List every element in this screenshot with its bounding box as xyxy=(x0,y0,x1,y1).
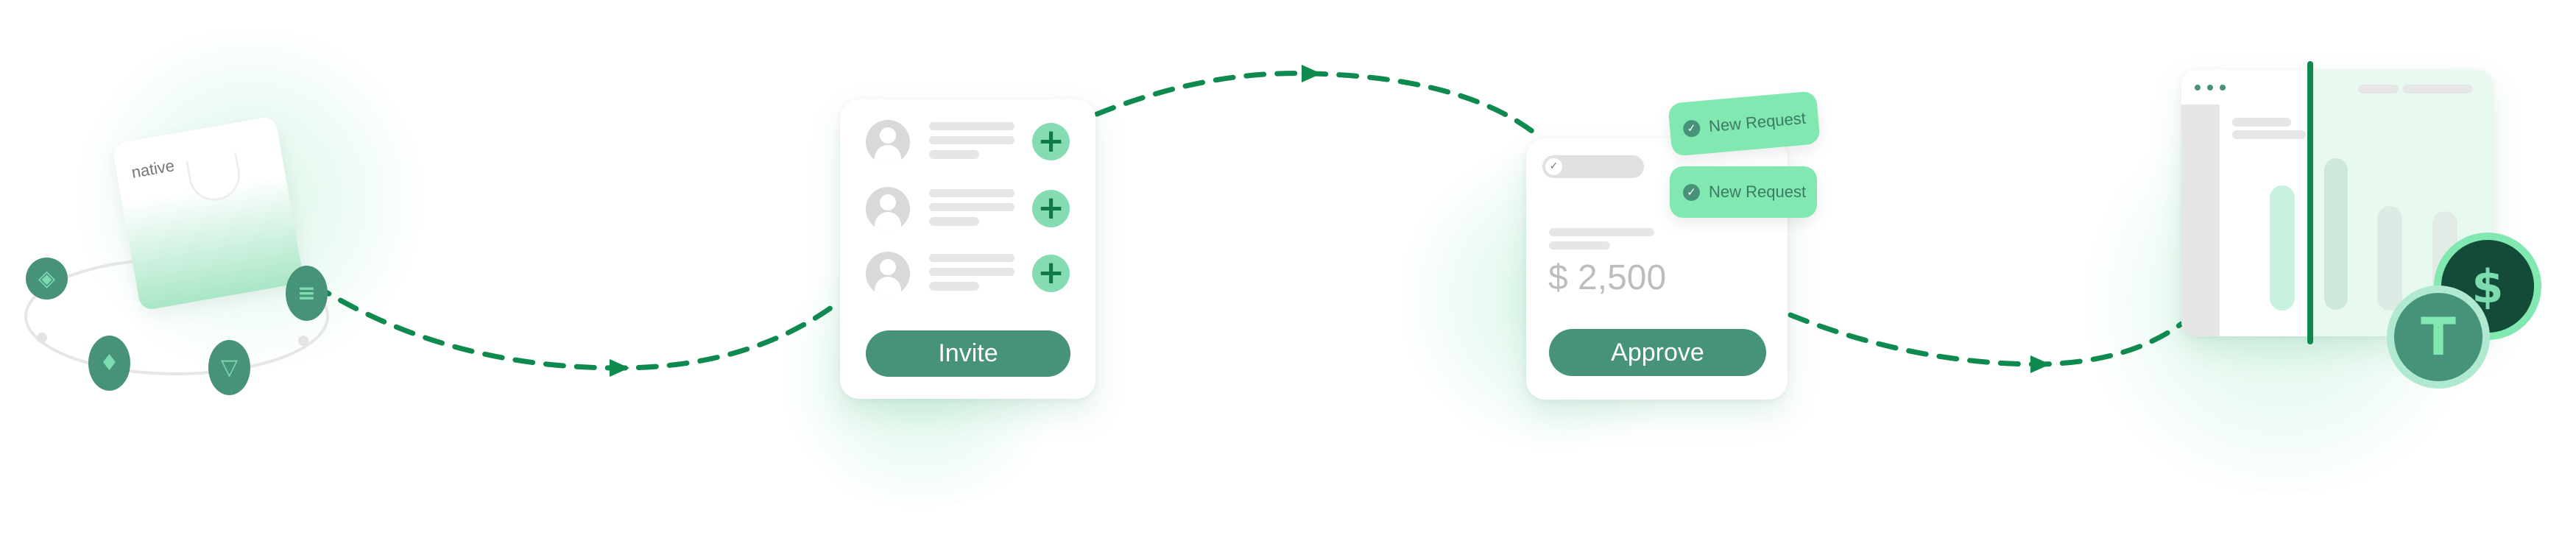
avatar xyxy=(866,187,910,231)
notification-badge: ✓ New Request xyxy=(1670,166,1817,218)
arrow-icon xyxy=(2030,355,2050,373)
dashboard-window xyxy=(2181,70,2492,336)
wallet-card: native xyxy=(111,116,305,311)
amount: $ 2,500 xyxy=(1548,258,1667,297)
solana-icon: ≡ xyxy=(286,266,328,321)
orbit-node xyxy=(37,333,47,343)
arrow-icon xyxy=(1302,65,1321,82)
check-icon: ✓ xyxy=(1682,118,1701,138)
arrow-icon xyxy=(610,359,629,377)
dashed-connector-1 xyxy=(261,246,842,371)
chart-bar xyxy=(2270,185,2295,311)
divider-handle[interactable] xyxy=(2307,61,2313,344)
status-toggle[interactable]: ✓ xyxy=(1542,155,1644,178)
dashed-connector-2 xyxy=(1094,71,1542,139)
approve-button[interactable]: Approve xyxy=(1549,329,1766,376)
dashed-connector-3 xyxy=(1788,312,2184,367)
add-contact-button[interactable]: + xyxy=(1032,190,1070,227)
window-controls xyxy=(2195,85,2226,91)
tron-icon: ▽ xyxy=(208,340,250,395)
check-icon: ✓ xyxy=(1683,183,1700,201)
wallet-brand: native xyxy=(130,156,176,182)
notification-text: New Request xyxy=(1708,108,1807,136)
wallet-pocket xyxy=(186,152,244,205)
invite-button[interactable]: Invite xyxy=(866,330,1070,377)
invite-card: + + + Invite xyxy=(840,99,1095,399)
avatar xyxy=(866,252,910,296)
bnb-icon: ◈ xyxy=(26,258,68,300)
ethereum-icon: ♦ xyxy=(88,336,130,391)
avatar xyxy=(866,120,910,164)
add-contact-button[interactable]: + xyxy=(1032,123,1070,160)
orbit-node xyxy=(298,336,308,346)
notification-text: New Request xyxy=(1709,183,1807,201)
add-contact-button[interactable]: + xyxy=(1032,255,1070,292)
check-icon: ✓ xyxy=(1545,158,1562,175)
approve-card: ✓ $ 2,500 Approve xyxy=(1526,138,1788,400)
dollar-icon: $ xyxy=(2434,233,2541,340)
sidebar xyxy=(2181,104,2220,336)
usdt-icon: T xyxy=(2387,286,2490,389)
chart-bar xyxy=(2377,206,2402,311)
chart-bar xyxy=(2324,158,2348,310)
